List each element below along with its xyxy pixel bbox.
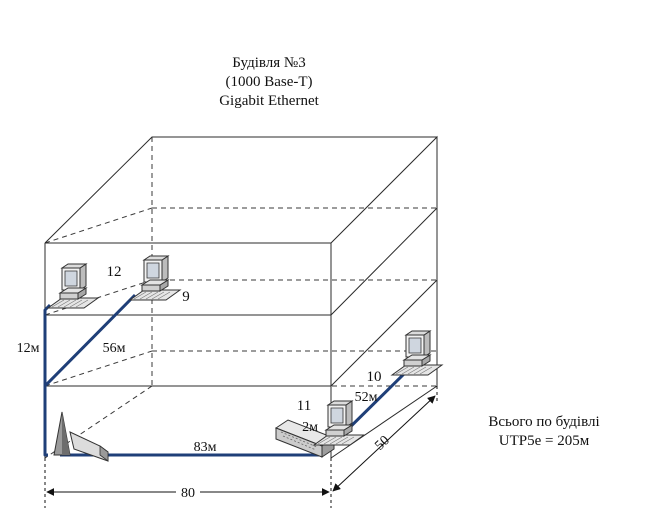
network-equipment [53,411,336,462]
cable-56m-label: 56м [103,341,126,356]
width-dimension-label: 80 [181,486,195,501]
cable-12m-label: 12м [17,341,40,356]
cable-summary: Всього по будівлі UTP5e = 205м [488,414,599,449]
building-standard: (1000 Base-T) [225,74,312,90]
computer-12-label: 12 [107,264,122,280]
network-switch-icon [274,419,336,458]
title-block: Будівля №3 (1000 Base-T) Gigabit Etherne… [219,55,319,109]
computer-9-label: 9 [182,289,190,305]
desktop-computer-icon [129,255,181,301]
width-dimension-label-bg [176,482,200,500]
cable-2m-label: 2м [302,420,318,435]
dimension-lines: 80 50 [44,386,438,508]
depth-dimension-line [332,395,436,492]
building-hidden-edges [44,137,437,459]
computer-11-label: 11 [297,398,311,414]
device-labels: 12 9 10 11 [107,264,382,414]
summary-total: UTP5e = 205м [499,433,590,449]
cable-to-computer-9 [43,293,137,388]
cable-runs [43,293,412,457]
dimension-extension-lines [44,386,438,508]
cable-83m-label: 83м [194,440,217,455]
building-wireframe [44,135,438,459]
cable-to-computer-12 [43,303,52,457]
computer-10-label: 10 [367,369,382,385]
depth-dimension-label: 50 [372,433,392,454]
building-title: Будівля №3 [232,55,305,71]
summary-title: Всього по будівлі [488,414,599,430]
building-top-face [44,136,437,244]
antenna-tower-icon [53,411,109,462]
desktop-computer-icon [391,330,443,376]
cable-52m-label: 52м [355,390,378,405]
building-technology: Gigabit Ethernet [219,93,319,109]
desktop-computer-icon [47,263,99,309]
